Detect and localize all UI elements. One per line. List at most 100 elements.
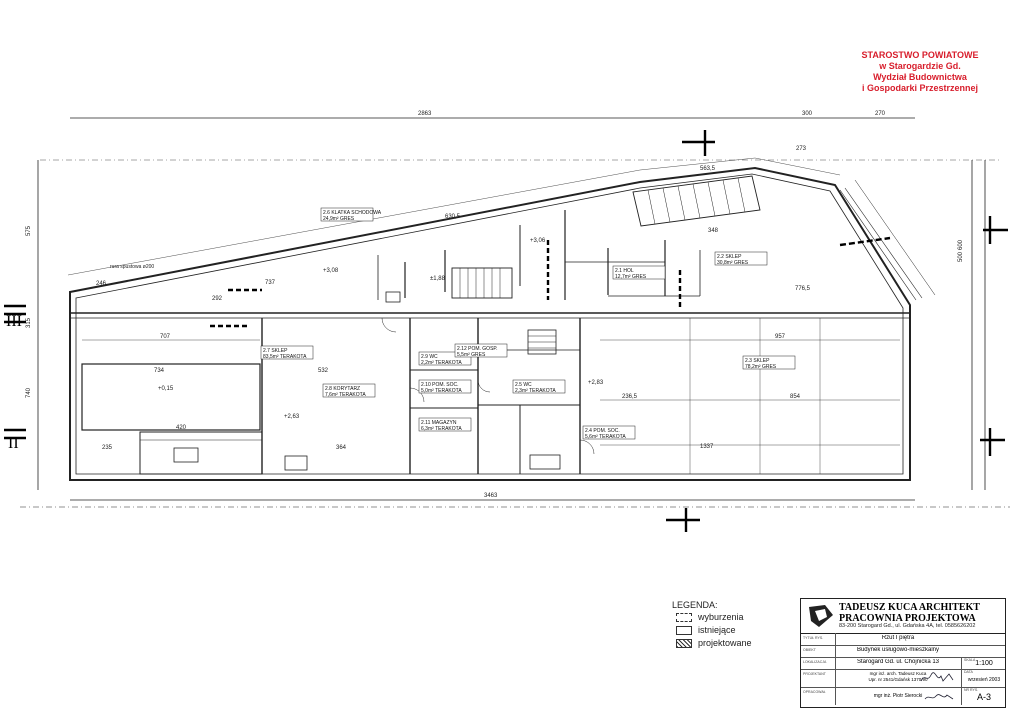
firm-name-line-1: TADEUSZ KUCA ARCHITEKT bbox=[839, 602, 980, 613]
tb-date-cell: DATA wrzesień 2003 bbox=[961, 669, 1006, 687]
room-label-box bbox=[320, 207, 374, 222]
room-area: 78,2m² GRES bbox=[745, 364, 777, 370]
tb-row-drafter: OPRACOWAŁ mgr inż. Piotr Sierocki NR RYS… bbox=[801, 687, 1005, 705]
tb-title-label: TYTUŁ RYS. bbox=[803, 636, 824, 640]
section-label-left-top: III bbox=[6, 313, 22, 330]
dim-r19: 600 bbox=[958, 239, 964, 250]
stair-upper-right bbox=[632, 175, 761, 227]
signature-icon bbox=[924, 694, 954, 700]
dim-r16: 273 bbox=[796, 146, 807, 152]
firm-name-line-2: PRACOWNIA PROJEKTOWA bbox=[839, 613, 976, 624]
level-5: +2,63 bbox=[284, 414, 300, 420]
room-name: 2.3 SKLEP bbox=[745, 358, 770, 364]
level-1: +3,08 bbox=[323, 268, 339, 274]
tb-row-object: OBIEKT Budynek usługowo-mieszkalny bbox=[801, 645, 1005, 658]
building-outline bbox=[69, 166, 911, 481]
legend-swatch-designed bbox=[676, 639, 692, 648]
pipe-note: rura spustowa ø200 bbox=[110, 264, 154, 270]
firm-address: 83-200 Starogard Gd., ul. Gdańska 4A, te… bbox=[839, 623, 976, 629]
room-name: 2.6 KLATKA SCHODOWA bbox=[323, 210, 382, 216]
tb-location-label: LOKALIZACJA bbox=[803, 660, 827, 664]
dim-bottom-total: 3463 bbox=[484, 493, 498, 499]
signature-icon bbox=[920, 672, 954, 682]
room-area: 30,8m² GRES bbox=[717, 260, 749, 266]
designer-license: Upr. nr 2541/Gdańsk 1370/90 bbox=[868, 677, 928, 682]
room-label-2-5: 2.5 WC2,3m² TERAKOTA bbox=[512, 379, 566, 394]
stamp-line-1: STAROSTWO POWIATOWE bbox=[861, 50, 979, 60]
tb-object-label: OBIEKT bbox=[803, 648, 816, 652]
legend-item-demolition: wyburzenia bbox=[672, 612, 792, 623]
dim-r2: 1337 bbox=[700, 444, 714, 450]
designer-name: mgr inż. arch. Tadeusz Kuca bbox=[869, 671, 927, 676]
dim-r14: 364 bbox=[336, 445, 347, 451]
tb-sheet-cell: NR RYS. A-3 bbox=[961, 687, 1006, 705]
dim-r1: 957 bbox=[775, 334, 786, 340]
level-4: +0,15 bbox=[158, 386, 174, 392]
object-name: Budynek usługowo-mieszkalny bbox=[856, 647, 940, 653]
room-label-box bbox=[512, 379, 566, 394]
dim-r13: 420 bbox=[176, 425, 187, 431]
room-label-2-12: 2.12 POM. GOSP.5,5m² GRES bbox=[454, 343, 508, 358]
scale: 1:100 bbox=[975, 660, 993, 667]
room-area: 83,5m² TERAKOTA bbox=[263, 354, 307, 360]
room-label-box bbox=[418, 417, 472, 432]
room-area: 7,6m² TERAKOTA bbox=[325, 392, 366, 398]
room-label-box bbox=[260, 345, 314, 360]
room-name: 2.9 WC bbox=[421, 354, 438, 360]
tb-row-designer: PROJEKTANT mgr inż. arch. Tadeusz Kuca U… bbox=[801, 669, 1005, 688]
dim-r18: 235 bbox=[102, 445, 113, 451]
room-label-box bbox=[454, 343, 508, 358]
firm-name: TADEUSZ KUCA ARCHITEKT PRACOWNIA PROJEKT… bbox=[839, 602, 980, 624]
stamp-line-4: i Gospodarki Przestrzennej bbox=[861, 83, 979, 93]
level-6: ±1,88 bbox=[430, 276, 446, 282]
room-label-2-10: 2.10 POM. SOC.5,0m² TERAKOTA bbox=[418, 379, 472, 394]
legend-item-existing: istniejące bbox=[672, 625, 792, 636]
section-label-left-bottom: II bbox=[8, 435, 19, 452]
tb-row-location: LOKALIZACJA Starogard Gd. ul. Chojnicka … bbox=[801, 657, 1005, 670]
room-name: 2.1 HOL bbox=[615, 268, 634, 274]
tb-row-title: TYTUŁ RYS. Rzut I piętra bbox=[801, 633, 1005, 646]
designer-block: mgr inż. arch. Tadeusz Kuca Upr. nr 2541… bbox=[837, 671, 959, 683]
dim-r9: 563,5 bbox=[700, 166, 716, 172]
dim-left-c: 315 bbox=[26, 317, 32, 328]
room-name: 2.4 POM. SOC. bbox=[585, 428, 620, 434]
tb-date-label: DATA bbox=[964, 670, 973, 674]
room-name: 2.7 SKLEP bbox=[263, 348, 288, 354]
room-label-box bbox=[322, 383, 376, 398]
room-label-box bbox=[612, 265, 666, 280]
dim-r17: 246 bbox=[96, 281, 107, 287]
level-3: +3,06 bbox=[530, 238, 546, 244]
title-block-header: TADEUSZ KUCA ARCHITEKT PRACOWNIA PROJEKT… bbox=[801, 599, 1005, 634]
dim-r15: 236,5 bbox=[622, 394, 638, 400]
room-name: 2.5 WC bbox=[515, 382, 532, 388]
legend-title: LEGENDA: bbox=[672, 600, 718, 610]
stair-middle bbox=[451, 267, 557, 355]
room-label-box bbox=[582, 425, 636, 440]
legend-label: istniejące bbox=[698, 625, 736, 635]
room-area: 5,0m² TERAKOTA bbox=[421, 388, 462, 394]
sheet-number: A-3 bbox=[976, 692, 991, 702]
tb-designer-label: PROJEKTANT bbox=[803, 672, 826, 676]
dim-r12: 737 bbox=[265, 280, 276, 286]
room-label-box bbox=[418, 379, 472, 394]
dim-r20: 500 bbox=[958, 251, 964, 262]
legend-swatch-demolition bbox=[676, 613, 692, 622]
legend-label: projektowane bbox=[698, 638, 752, 648]
room-area: 6,3m² TERAKOTA bbox=[421, 426, 462, 432]
dim-top-mid: 300 bbox=[802, 111, 813, 117]
room-area: 24,9m² GRES bbox=[323, 216, 355, 222]
dim-r4: 776,5 bbox=[795, 286, 811, 292]
tb-scale-cell: SKALA 1:100 bbox=[961, 657, 1006, 669]
room-label-2-4: 2.4 POM. SOC.5,6m² TERAKOTA bbox=[582, 425, 636, 440]
drafter: mgr inż. Piotr Sierocki bbox=[873, 693, 923, 699]
date: wrzesień 2003 bbox=[967, 677, 1001, 683]
room-area: 12,7m² GRES bbox=[615, 274, 647, 280]
